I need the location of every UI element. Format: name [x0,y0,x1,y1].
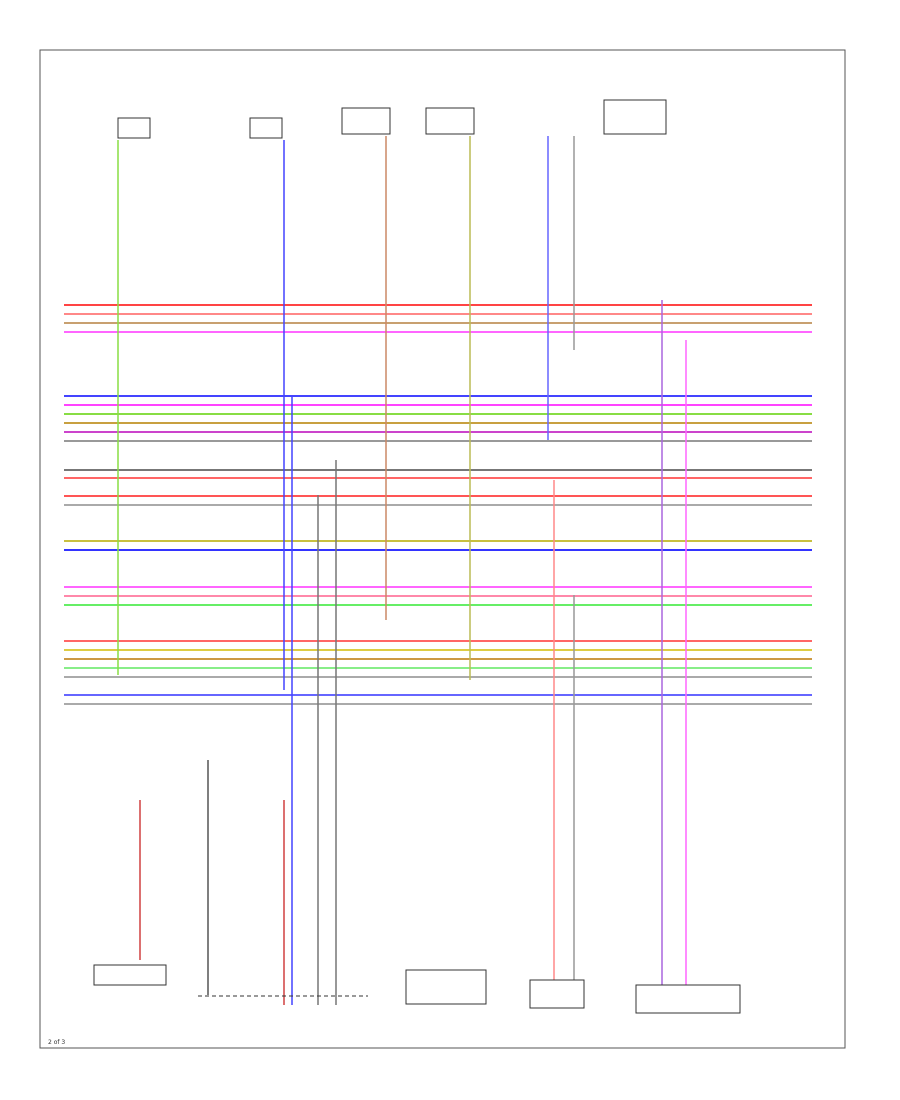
diagram-border [39,49,846,1049]
component-bot3[interactable] [405,969,487,1005]
bus-wire-group [64,304,812,705]
component-top3[interactable] [341,107,391,135]
vertical-wire-group [117,136,687,1005]
component-top1[interactable] [117,117,151,139]
component-bot1[interactable] [93,964,167,986]
connector-box [603,99,667,135]
component-bot4[interactable] [529,979,585,1009]
connector-box [117,117,151,139]
component-top6[interactable] [603,99,667,135]
connector-box [425,107,475,135]
component-top4[interactable] [425,107,475,135]
component-box [405,969,487,1005]
sheet-label: 2 of 3 [48,1039,65,1046]
top-components [117,99,667,139]
component-box [635,984,741,1014]
component-box [529,979,585,1009]
component-box [93,964,167,986]
connector-box [249,117,283,139]
bottom-components [93,964,741,1014]
component-bot5[interactable] [635,984,741,1014]
component-top2[interactable] [249,117,283,139]
connector-box [341,107,391,135]
